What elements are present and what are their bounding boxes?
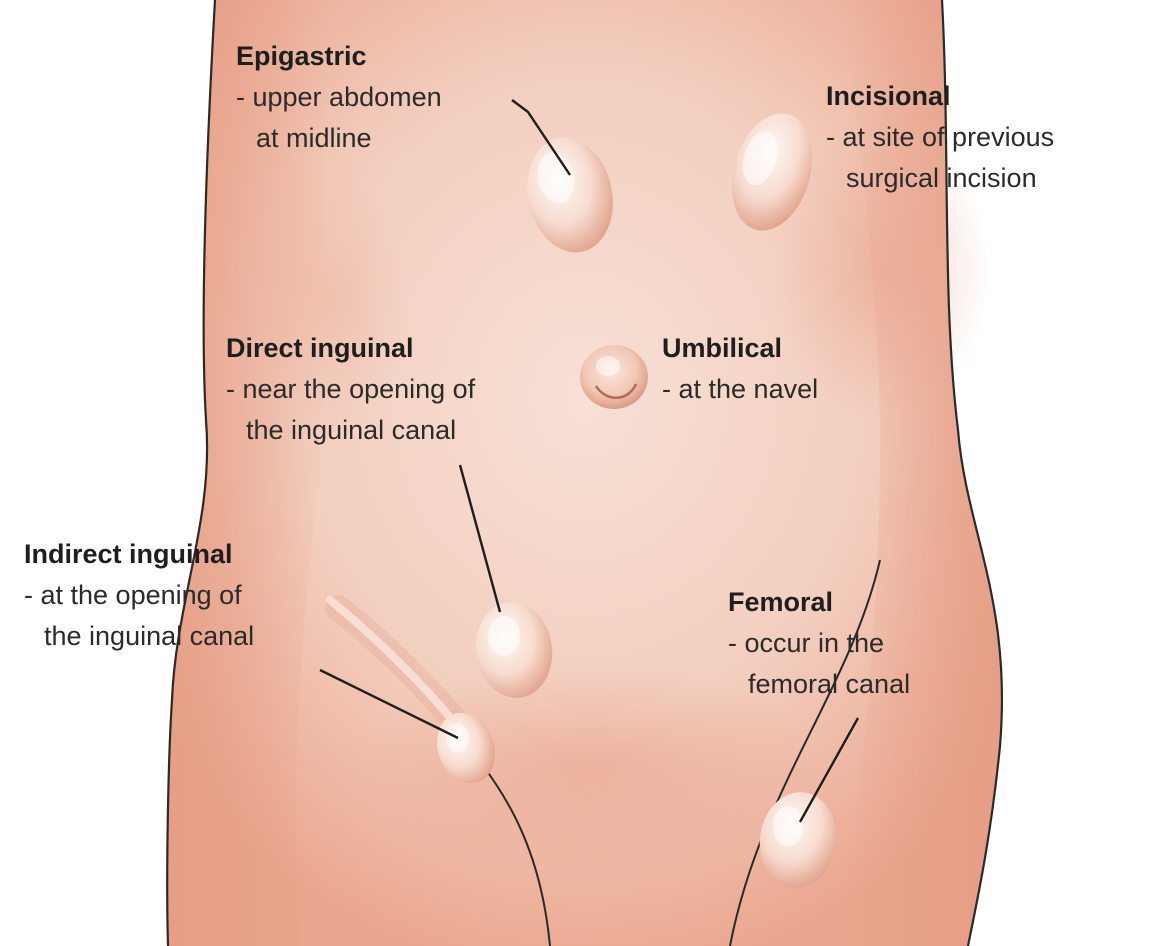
label-femoral: Femoral - occur in the femoral canal	[728, 582, 910, 705]
label-epigastric-line2: at midline	[236, 118, 442, 159]
label-direct-inguinal: Direct inguinal - near the opening of th…	[226, 328, 475, 451]
label-direct-inguinal-line1: - near the opening of	[226, 369, 475, 410]
label-epigastric-line1: - upper abdomen	[236, 77, 442, 118]
label-indirect-inguinal-title: Indirect inguinal	[24, 534, 254, 575]
umbilical-hernia-bulge	[580, 345, 648, 409]
label-incisional-title: Incisional	[826, 76, 1054, 117]
label-femoral-line2: femoral canal	[728, 664, 910, 705]
label-incisional: Incisional - at site of previous surgica…	[826, 76, 1054, 199]
label-epigastric-title: Epigastric	[236, 36, 442, 77]
label-umbilical-line1: - at the navel	[662, 369, 818, 410]
label-indirect-inguinal: Indirect inguinal - at the opening of th…	[24, 534, 254, 657]
label-femoral-title: Femoral	[728, 582, 910, 623]
label-direct-inguinal-title: Direct inguinal	[226, 328, 475, 369]
label-femoral-line1: - occur in the	[728, 623, 910, 664]
label-incisional-line1: - at site of previous	[826, 117, 1054, 158]
label-epigastric: Epigastric - upper abdomen at midline	[236, 36, 442, 159]
label-indirect-inguinal-line2: the inguinal canal	[24, 616, 254, 657]
label-indirect-inguinal-line1: - at the opening of	[24, 575, 254, 616]
label-direct-inguinal-line2: the inguinal canal	[226, 410, 475, 451]
label-umbilical-title: Umbilical	[662, 328, 818, 369]
label-umbilical: Umbilical - at the navel	[662, 328, 818, 410]
label-incisional-line2: surgical incision	[826, 158, 1054, 199]
